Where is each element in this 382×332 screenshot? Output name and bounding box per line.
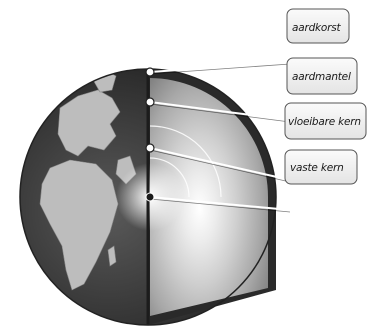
marker-mantle: [146, 98, 154, 106]
label-text-crust: aardkorst: [292, 22, 342, 34]
label-text-outer-core: vloeibare kern: [288, 116, 361, 128]
label-mantle: aardmantel: [287, 58, 357, 94]
marker-inner-core: [146, 193, 154, 201]
label-crust: aardkorst: [287, 9, 349, 43]
label-inner-core: vaste kern: [285, 150, 357, 184]
label-text-mantle: aardmantel: [292, 71, 351, 83]
leader-line-crust: [150, 62, 290, 72]
label-text-inner-core: vaste kern: [290, 162, 344, 174]
island-landmass: [22, 116, 38, 134]
marker-crust: [146, 68, 154, 76]
label-outer-core: vloeibare kern: [285, 103, 366, 139]
marker-outer-core: [146, 144, 154, 152]
